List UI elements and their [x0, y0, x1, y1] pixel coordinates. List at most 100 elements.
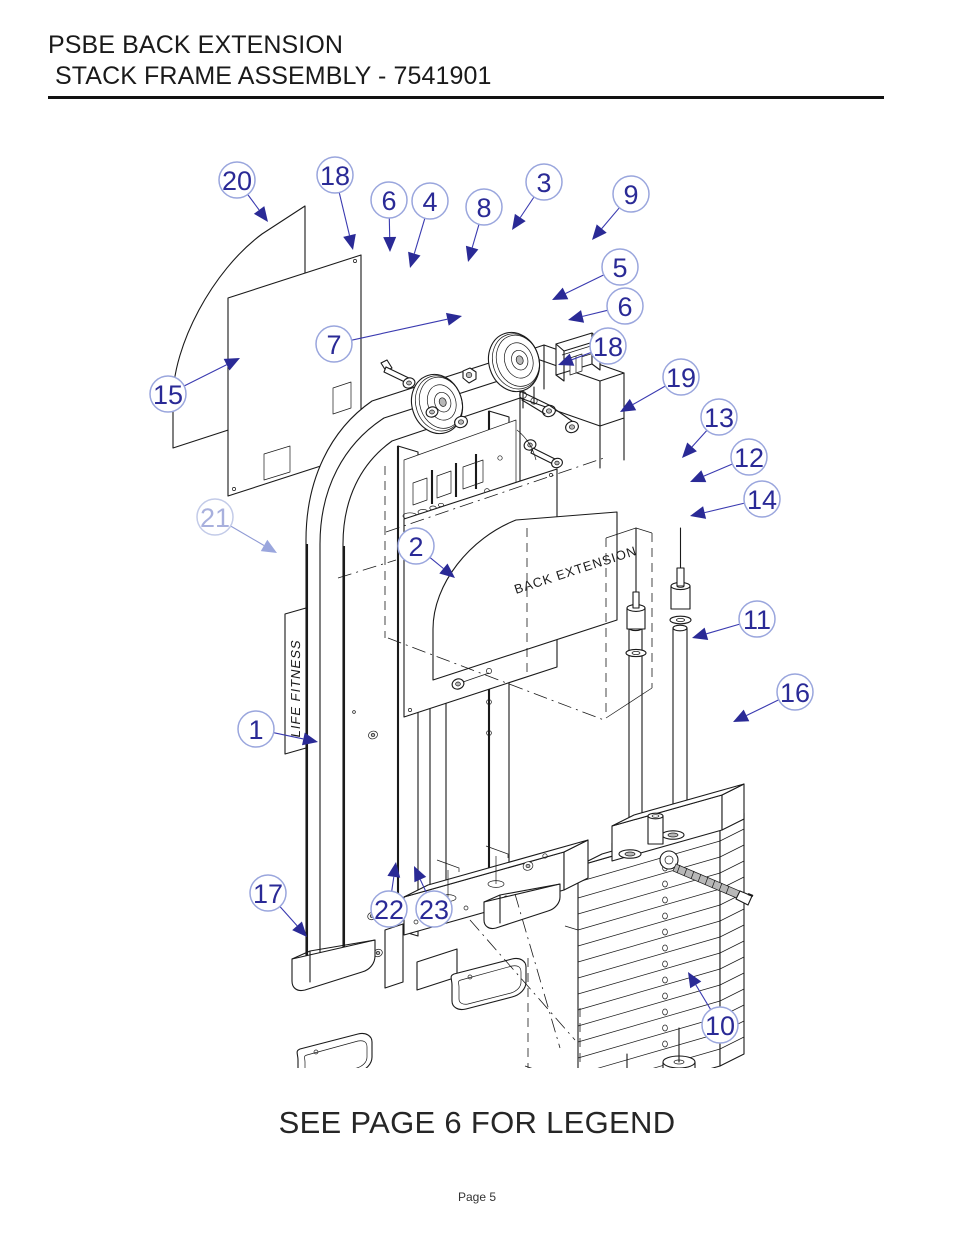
part-bumper-10-rear	[626, 1053, 628, 1068]
leader-line	[429, 556, 444, 569]
callout-bubble	[776, 673, 814, 711]
leader-line	[706, 623, 740, 635]
leader-line	[571, 351, 592, 361]
part-fastener-7-a	[454, 415, 468, 429]
part-nut-8	[462, 367, 477, 384]
phantom-assembly-lines	[337, 457, 653, 1068]
callout-bubble	[465, 188, 503, 226]
part-fastener-6b	[565, 420, 579, 434]
leader-line	[632, 385, 666, 405]
callout-bubble	[370, 890, 408, 928]
callout-number: 18	[320, 161, 350, 191]
callout-bubble	[700, 398, 738, 436]
callout-bubble	[370, 181, 408, 219]
callout-number: 20	[222, 166, 252, 196]
callout-bubble	[662, 358, 700, 396]
callout-bubble	[316, 156, 354, 194]
callout-bubble	[606, 287, 644, 325]
callout-number: 23	[419, 895, 449, 925]
callout-number: 9	[623, 180, 638, 210]
callout-21: 21	[196, 498, 277, 553]
leader-line	[704, 502, 745, 514]
leader-line	[746, 699, 780, 716]
leader-arrowhead	[292, 921, 307, 937]
callout-1: 1	[237, 710, 318, 748]
leader-arrowhead	[682, 442, 697, 458]
leader-line	[413, 218, 426, 254]
fastener-pair-lower-right	[516, 429, 563, 469]
callout-bubble	[701, 1006, 739, 1044]
callout-number: 12	[734, 443, 764, 473]
leader-arrowhead	[414, 866, 427, 883]
callout-bubble	[237, 710, 275, 748]
callout-19: 19	[620, 358, 700, 412]
title-divider	[48, 96, 884, 99]
callout-5: 5	[552, 248, 639, 300]
callout-number: 10	[705, 1011, 735, 1041]
leader-line	[230, 525, 265, 546]
callout-bubble	[525, 163, 563, 201]
leader-line	[471, 224, 480, 248]
callout-number: 4	[422, 187, 437, 217]
leader-arrowhead	[253, 206, 268, 222]
callout-18: 18	[316, 156, 356, 250]
callout-14: 14	[690, 480, 781, 519]
callout-number: 2	[408, 532, 423, 562]
callout-10: 10	[688, 972, 739, 1044]
callout-bubble	[218, 161, 256, 199]
callout-16: 16	[733, 673, 814, 722]
callout-bubble	[601, 248, 639, 286]
callout-bubble	[315, 325, 353, 363]
callout-7: 7	[315, 312, 462, 363]
page-title-line-1: PSBE BACK EXTENSION	[48, 31, 344, 59]
leader-arrowhead	[408, 251, 421, 268]
callout-number: 17	[253, 879, 283, 909]
callout-number: 6	[617, 292, 632, 322]
page-number: Page 5	[457, 1190, 497, 1204]
callout-15: 15	[149, 358, 240, 413]
part-bumper-10-front	[662, 1027, 696, 1068]
page-title-line-2: STACK FRAME ASSEMBLY - 7541901	[55, 62, 492, 90]
leader-line	[247, 194, 260, 211]
callout-number: 15	[153, 380, 183, 410]
leader-line	[279, 906, 298, 927]
leader-line	[273, 732, 304, 740]
leader-arrowhead	[465, 245, 479, 262]
leader-arrowhead	[260, 539, 277, 553]
leader-arrowhead	[552, 287, 569, 300]
callout-bubble	[411, 182, 449, 220]
leader-arrowhead	[302, 732, 318, 746]
leader-line	[183, 364, 227, 387]
callout-6: 6	[370, 181, 408, 252]
top-mount-plate	[402, 397, 625, 533]
brand-decal-text: LIFE FITNESS	[288, 638, 303, 739]
leader-line	[519, 196, 535, 218]
leader-line	[419, 879, 427, 893]
callout-number: 14	[747, 485, 777, 515]
leader-arrowhead	[690, 470, 707, 483]
callout-number: 8	[476, 193, 491, 223]
part-washer-6a	[402, 377, 416, 389]
callout-8: 8	[465, 188, 503, 262]
callout-bubble	[415, 890, 453, 928]
leader-arrowhead	[512, 213, 526, 230]
callout-9: 9	[592, 175, 650, 240]
title-block: PSBE BACK EXTENSION STACK FRAME ASSEMBLY…	[48, 30, 886, 92]
leader-arrowhead	[223, 358, 240, 371]
leader-arrowhead	[439, 563, 455, 578]
leader-arrowhead	[558, 353, 575, 366]
callout-bubble	[612, 175, 650, 213]
selector-pin	[659, 850, 754, 906]
callout-22: 22	[370, 862, 408, 928]
callout-bubble	[249, 874, 287, 912]
callout-bubble	[397, 527, 435, 565]
callout-number: 22	[374, 895, 404, 925]
callout-6: 6	[568, 287, 644, 325]
part-foot-pad-17-right	[450, 957, 527, 1011]
leader-line	[601, 207, 620, 229]
leader-arrowhead	[690, 506, 707, 519]
callout-number: 1	[248, 715, 263, 745]
callout-3: 3	[512, 163, 563, 230]
callout-4: 4	[408, 182, 449, 268]
